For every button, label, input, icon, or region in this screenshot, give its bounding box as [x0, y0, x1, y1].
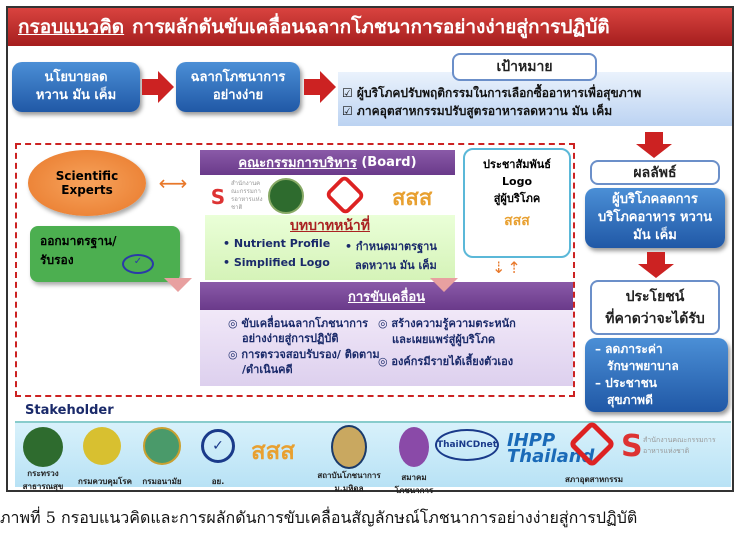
stakeholder-name: สถาบันโภชนาการ ม.มหิดล — [317, 471, 381, 493]
experts-line2: Experts — [61, 183, 113, 197]
stakeholder-name: กรมควบคุมโรค — [78, 477, 132, 486]
arrow-down-icon — [638, 252, 674, 278]
thaihealth-logo: สสส — [392, 186, 433, 211]
benefit-item: สุขภาพดี — [607, 393, 653, 407]
up-down-arrow-icon: ⇣⇡ — [492, 258, 523, 277]
drive-item: ◎ สร้างความรู้ความตระหนัก — [378, 317, 516, 330]
goal-item: ☑ ภาคอุตสาหกรรมปรับสูตรอาหารลดหวาน มัน เ… — [342, 104, 613, 118]
benefit-heading1: ประโยชน์ — [625, 288, 685, 305]
pr-thaihealth-logo: สสส — [504, 213, 530, 229]
doh-logo-icon — [143, 427, 181, 465]
arrow-down-icon — [430, 278, 458, 292]
stakeholder-name: สภาอุตสาหกรรม — [564, 475, 623, 484]
drive-item: ◎ การตรวจสอบรับรอง/ ติดตาม — [228, 348, 380, 361]
arrow-down-icon — [164, 278, 192, 292]
pr-box: ประชาสัมพันธ์ Logo สู่ผู้บริโภคสสส — [463, 148, 571, 258]
experts-line1: Scientific — [55, 169, 119, 183]
stakeholder-band: กระทรวงสาธารณสุข กรมควบคุมโรค กรมอนามัย … — [15, 419, 731, 495]
board-header: คณะกรรมการบริหาร (Board) — [200, 150, 455, 175]
outcome-heading: ผลลัพธ์ — [590, 160, 720, 185]
board-suffix: (Board) — [361, 155, 417, 170]
figure-caption: ภาพที่ 5 กรอบแนวคิดและการผลักดันการขับเค… — [0, 508, 638, 527]
benefit-item: รักษาพยาบาล — [607, 359, 679, 373]
benefit-box: – ลดภาระค่ารักษาพยาบาล – ประชาชนสุขภาพดี — [585, 338, 728, 412]
drive-title: การขับเคลื่อน — [347, 289, 426, 305]
label-line2: อย่างง่าย — [212, 88, 264, 103]
simple-label-box: ฉลากโภชนาการอย่างง่าย — [176, 62, 300, 112]
pr-line3: สู่ผู้บริโภค — [493, 192, 541, 205]
stakeholder-name: สำนักงานคณะกรรมการอาหารแห่งชาติ — [643, 436, 716, 455]
drive-item: และเผยแพร่สู่ผู้บริโภค — [392, 333, 496, 346]
double-arrow-icon: ⟷ — [158, 171, 188, 195]
pr-line1: ประชาสัมพันธ์ — [483, 158, 551, 171]
benefit-heading: ประโยชน์ที่คาดว่าจะได้รับ — [590, 280, 720, 335]
ddc-logo-icon — [83, 427, 121, 465]
diagram-title: กรอบแนวคิด การผลักดันขับเคลื่อนฉลากโภชนาก… — [8, 8, 732, 46]
stakeholder-name: อย. — [211, 477, 225, 486]
title-underlined: กรอบแนวคิด — [18, 16, 125, 38]
drive-item: อย่างง่ายสู่การปฏิบัติ — [242, 332, 339, 345]
board-logo-label: สำนักงานคณะกรรมการอาหารแห่งชาติ — [231, 180, 263, 211]
standard-line2: รับรอง — [40, 253, 74, 267]
outcome-box: ผู้บริโภคลดการบริโภคอาหาร หวาน มัน เค็ม — [585, 188, 725, 248]
benefit-item: – ลดภาระค่า — [595, 342, 663, 356]
benefit-item: – ประชาชน — [595, 376, 657, 390]
roles-panel: บทบาทหน้าที่ • Nutrient Profile • Simpli… — [205, 215, 455, 280]
drive-item: ◎ องค์กรมีรายได้เลี้ยงตัวเอง — [378, 355, 514, 368]
food-committee-logo-icon: S — [210, 185, 226, 209]
fda-logo-icon: ✓ — [122, 254, 154, 274]
thaincdnet-logo: ThaiNCDnet — [435, 429, 499, 461]
drive-panel: ◎ ขับเคลื่อนฉลากโภชนาการ อย่างง่ายสู่การ… — [200, 310, 573, 386]
role-item: • Nutrient Profile — [223, 237, 331, 250]
standard-box: ออกมาตรฐาน/รับรอง ✓ — [30, 226, 180, 282]
stakeholder-name: สมาคมโภชนาการ — [394, 473, 434, 495]
policy-box: นโยบายลดหวาน มัน เค็ม — [12, 62, 140, 112]
stakeholder-name: กรมอนามัย — [142, 477, 182, 486]
board-title: คณะกรรมการบริหาร — [238, 156, 357, 171]
goal-heading: เป้าหมาย — [452, 53, 597, 81]
drive-item: /ดำเนินคดี — [242, 363, 293, 376]
role-item: • กำหนดมาตรฐาน — [345, 240, 437, 253]
fda-logo-icon: ✓ — [201, 429, 235, 463]
roles-title: บทบาทหน้าที่ — [290, 218, 370, 234]
benefit-heading2: ที่คาดว่าจะได้รับ — [605, 310, 705, 327]
standard-line1: ออกมาตรฐาน/ — [40, 234, 117, 248]
moph-logo-icon — [23, 427, 63, 467]
role-item: ลดหวาน มัน เค็ม — [355, 259, 437, 272]
arrow-right-icon — [142, 71, 174, 103]
title-rest: การผลักดันขับเคลื่อนฉลากโภชนาการอย่างง่า… — [132, 16, 610, 38]
thaihealth-logo: สสส — [251, 437, 295, 465]
policy-line1: นโยบายลด — [44, 69, 108, 85]
drive-item: ◎ ขับเคลื่อนฉลากโภชนาการ — [228, 317, 369, 330]
dashed-region — [15, 143, 575, 397]
goal-item: ☑ ผู้บริโภคปรับพฤติกรรมในการเลือกซื้ออาห… — [342, 86, 642, 100]
pr-line2: Logo — [502, 175, 532, 188]
role-item: • Simplified Logo — [223, 256, 330, 269]
mahidol-logo-icon — [331, 425, 367, 469]
stakeholder-label: Stakeholder — [25, 403, 114, 418]
ihpp-logo: IHPP Thailand — [507, 430, 595, 467]
arrow-down-icon — [636, 132, 672, 158]
drive-header: การขับเคลื่อน — [200, 282, 573, 310]
food-committee-logo-icon: S — [621, 429, 643, 464]
arrow-right-icon — [304, 71, 336, 103]
stakeholder-name: กระทรวงสาธารณสุข — [22, 469, 64, 491]
policy-line2: หวาน มัน เค็ม — [35, 88, 117, 103]
goal-panel: ☑ ผู้บริโภคปรับพฤติกรรมในการเลือกซื้ออาห… — [338, 72, 732, 126]
label-line1: ฉลากโภชนาการ — [190, 69, 286, 85]
moph-logo-icon — [268, 178, 304, 214]
nutrition-assoc-logo-icon — [399, 427, 429, 467]
